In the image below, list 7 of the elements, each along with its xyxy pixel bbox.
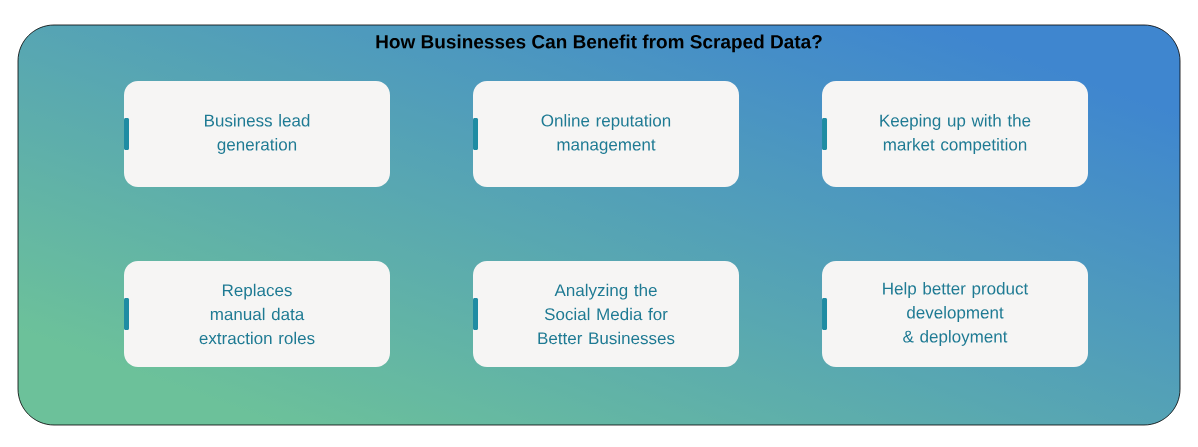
card: Help better product development & deployment xyxy=(822,261,1088,367)
card: Analyzing the Social Media for Better Businesses xyxy=(473,261,739,367)
card: Keeping up with the market competition xyxy=(822,81,1088,187)
heading: How Businesses Can Benefit from Scraped Data? xyxy=(376,34,822,53)
card: Business lead generation xyxy=(124,81,390,187)
card: Online reputation management xyxy=(473,81,739,187)
card: Replaces manual data extraction roles xyxy=(124,261,390,367)
